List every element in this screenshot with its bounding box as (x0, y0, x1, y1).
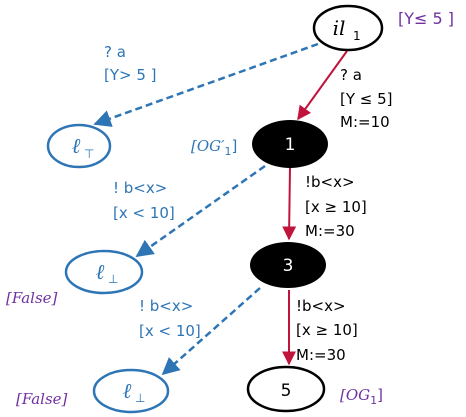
label-il1-ltop: ? a [Y> 5 ] (104, 43, 157, 84)
label-il1-n1: ? a [Y ≤ 5] M:=10 (340, 66, 393, 131)
label-n1-n3-line3: M:=30 (305, 222, 355, 240)
edge-il1-to-ltop (93, 42, 319, 127)
label-n1-n3: !b<x> [x ≥ 10] M:=30 (305, 173, 367, 240)
node-n5-annotation: [OG1] (340, 386, 383, 407)
label-n3-n5-line2: [x ≥ 10] (296, 321, 358, 339)
label-n3-lbot2: ! b<x> [x < 10] (139, 297, 201, 340)
label-n1-lbot1-line1: ! b<x> (113, 179, 167, 197)
label-n1-lbot1: ! b<x> [x < 10] (113, 179, 175, 222)
node-il1-sub: 1 (353, 29, 361, 43)
node-lbot1-label: ℓ (96, 260, 105, 284)
node-n1-annotation: [OG′1] (191, 137, 237, 158)
node-ltop-label: ℓ (72, 134, 81, 158)
label-n3-lbot2-line1: ! b<x> (139, 297, 193, 315)
label-il1-ltop-line1: ? a (104, 43, 126, 61)
label-n3-n5-line1: !b<x> (296, 297, 346, 315)
label-n1-lbot1-line2: [x < 10] (113, 204, 175, 222)
label-il1-ltop-line2: [Y> 5 ] (104, 66, 157, 84)
node-n5-label: 5 (281, 381, 292, 401)
node-ltop-sub: ⊤ (84, 147, 94, 161)
node-il1: il 1 (312, 4, 384, 52)
label-n3-n5-line3: M:=30 (296, 346, 346, 364)
label-n3-n5: !b<x> [x ≥ 10] M:=30 (296, 297, 358, 364)
edge-il1-to-n1 (297, 50, 348, 121)
node-ltop: ℓ ⊤ (46, 123, 112, 169)
node-n5-annotation-sub: 1 (370, 394, 377, 407)
node-n1-annotation-end: ] (232, 137, 238, 155)
label-il1-n1-line2: [Y ≤ 5] (340, 90, 393, 108)
edge-n1-to-lbot1 (135, 164, 266, 258)
node-il1-annotation: [Y≤ 5 ] (398, 9, 454, 28)
node-n5-annotation-main: [OG (340, 386, 370, 404)
node-lbot1: ℓ ⊥ (64, 249, 144, 295)
node-il1-label: il (333, 16, 346, 40)
node-n5-annotation-end: ] (377, 386, 383, 404)
node-lbot2-sub: ⊥ (135, 391, 145, 405)
node-n1-label: 1 (285, 135, 296, 155)
node-n1-annotation-main: [OG′ (191, 137, 225, 155)
node-n3: 3 (250, 242, 326, 288)
label-n1-n3-line2: [x ≥ 10] (305, 198, 367, 216)
node-lbot1-sub: ⊥ (108, 272, 118, 286)
node-lbot2-annotation: [False] (16, 390, 68, 408)
node-lbot1-annotation: [False] (6, 289, 58, 307)
node-lbot2-label: ℓ (123, 379, 132, 403)
node-lbot2: ℓ ⊥ (92, 368, 170, 414)
label-n1-n3-line1: !b<x> (305, 173, 355, 191)
node-n5: 5 (246, 365, 326, 413)
label-il1-n1-line1: ? a (340, 66, 362, 84)
label-il1-n1-line3: M:=10 (340, 113, 390, 131)
node-n1: 1 (252, 120, 328, 168)
node-n1-annotation-sub: 1 (225, 145, 232, 158)
edge-n1-to-n3 (282, 166, 297, 241)
node-n3-label: 3 (283, 256, 294, 276)
label-n3-lbot2-line2: [x < 10] (139, 322, 201, 340)
